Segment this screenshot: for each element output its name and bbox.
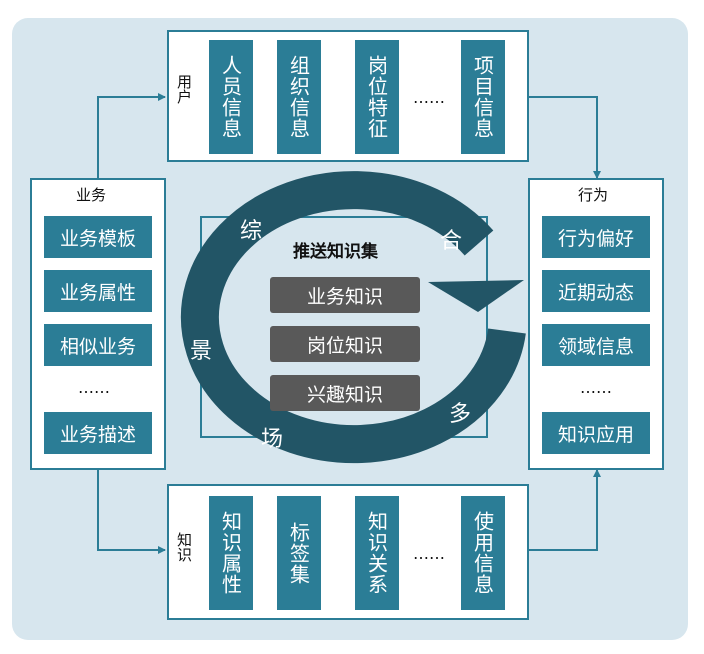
- user-tile-position-traits: 岗位特征: [355, 40, 399, 154]
- cycle-char-chang: 场: [261, 427, 284, 452]
- behavior-panel-label: 行为: [578, 186, 609, 204]
- business-panel: 业务 业务模板 业务属性 相似业务 …… 业务描述: [30, 178, 166, 470]
- center-item-business-knowledge: 业务知识: [270, 277, 420, 313]
- center-item-interest-knowledge: 兴趣知识: [270, 375, 420, 411]
- business-tile-template: 业务模板: [44, 216, 152, 258]
- user-tiles-ellipsis: ……: [413, 88, 445, 107]
- cycle-char-duo: 多: [449, 402, 472, 427]
- knowledge-tile-tag-set: 标签集: [277, 496, 321, 610]
- center-item-position-knowledge: 岗位知识: [270, 326, 420, 362]
- knowledge-tile-attributes: 知识属性: [209, 496, 253, 610]
- cycle-char-he: 合: [440, 229, 463, 254]
- business-tile-attributes: 业务属性: [44, 270, 152, 312]
- knowledge-tile-relations: 知识关系: [355, 496, 399, 610]
- connector-business-knowledge: [94, 463, 166, 554]
- knowledge-panel-label: 知识: [175, 532, 193, 562]
- user-panel: 用户 人员信息 组织信息 岗位特征 …… 项目信息: [167, 30, 529, 162]
- connector-user-behavior: [522, 93, 601, 179]
- knowledge-tiles-ellipsis: ……: [413, 544, 445, 563]
- behavior-tile-recent-activity: 近期动态: [542, 270, 650, 312]
- behavior-tile-domain-info: 领域信息: [542, 324, 650, 366]
- user-tile-personnel-info: 人员信息: [209, 40, 253, 154]
- user-tile-org-info: 组织信息: [277, 40, 321, 154]
- business-tile-similar: 相似业务: [44, 324, 152, 366]
- knowledge-panel: 知识 知识属性 标签集 知识关系 …… 使用信息: [167, 484, 529, 620]
- user-tile-project-info: 项目信息: [461, 40, 505, 154]
- center-title: 推送知识集: [293, 242, 378, 262]
- behavior-tiles-ellipsis: ……: [580, 378, 612, 397]
- behavior-panel: 行为 行为偏好 近期动态 领域信息 …… 知识应用: [528, 178, 664, 470]
- business-panel-label: 业务: [76, 186, 107, 204]
- behavior-tile-knowledge-application: 知识应用: [542, 412, 650, 454]
- connector-behavior-knowledge: [522, 469, 601, 554]
- cycle-char-jing: 景: [190, 339, 213, 364]
- user-panel-label: 用户: [175, 74, 193, 104]
- behavior-tile-preference: 行为偏好: [542, 216, 650, 258]
- cycle-char-zong: 综: [240, 219, 263, 244]
- knowledge-tile-usage-info: 使用信息: [461, 496, 505, 610]
- business-tiles-ellipsis: ……: [78, 378, 110, 397]
- business-tile-description: 业务描述: [44, 412, 152, 454]
- connector-business-user: [94, 93, 166, 185]
